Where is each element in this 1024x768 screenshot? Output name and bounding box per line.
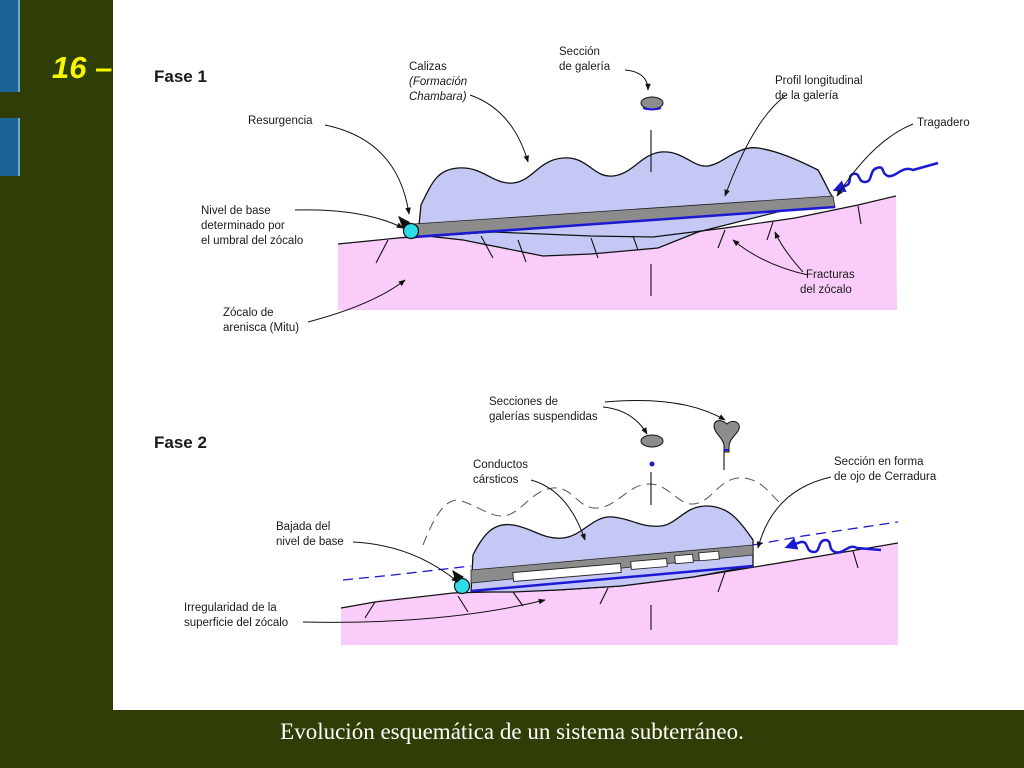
label-secciones: Secciones de (489, 396, 558, 408)
phase1-title: Fase 1 (154, 67, 207, 86)
label-zocalo: Zócalo de (223, 307, 274, 319)
label-nivel-base: Nivel de base (201, 205, 271, 217)
label-irregularidad: Irregularidad de la (184, 602, 277, 614)
phase2-diagram: Fase 2 (154, 396, 937, 645)
label-determinado: determinado por (201, 220, 285, 232)
label-chambara: Chambara) (409, 91, 467, 103)
label-umbral: el umbral del zócalo (201, 235, 303, 247)
label-tragadero: Tragadero (917, 117, 970, 129)
phase1-gallery-section (641, 97, 663, 109)
label-superficie: superficie del zócalo (184, 617, 288, 629)
sidebar (0, 0, 113, 710)
label-seccion: Sección (559, 46, 600, 58)
label-perfil: Profil longitudinal (775, 75, 863, 87)
phase1-diagram: Fase 1 Calizas (Formación Chambara) (154, 46, 970, 334)
label-carsticos: cársticos (473, 474, 519, 486)
label-resurgencia: Resurgencia (248, 115, 313, 127)
label-de-galeria: de galería (559, 61, 611, 73)
sidebar-accent-bar-bottom (0, 118, 20, 176)
phase1-resurgence-spring (404, 224, 419, 239)
label-formacion: (Formación (409, 76, 467, 88)
sidebar-accent-bar-top (0, 0, 20, 92)
label-calizas: Calizas (409, 61, 447, 73)
label-del-zocalo: del zócalo (800, 284, 852, 296)
label-arenisca: arenisca (Mitu) (223, 322, 299, 334)
label-fracturas: Fracturas (806, 269, 855, 281)
diagram-canvas: Fase 1 Calizas (Formación Chambara) (113, 0, 1024, 710)
label-bajada: Bajada del (276, 521, 330, 533)
label-ojo-cerradura: de ojo de Cerradura (834, 471, 937, 483)
label-conductos: Conductos (473, 459, 528, 471)
phase2-keyhole-section (714, 421, 739, 452)
karst-evolution-diagram: Fase 1 Calizas (Formación Chambara) (113, 0, 1024, 710)
phase2-gallery-section (641, 435, 663, 447)
label-seccion-forma: Sección en forma (834, 456, 924, 468)
phase2-gallery-section-small (650, 462, 655, 467)
label-galerias-suspendidas: galerías suspendidas (489, 411, 598, 423)
slide-caption: Evolución esquemática de un sistema subt… (0, 710, 1024, 768)
label-nivel-de-base: nivel de base (276, 536, 344, 548)
phase2-title: Fase 2 (154, 433, 207, 452)
